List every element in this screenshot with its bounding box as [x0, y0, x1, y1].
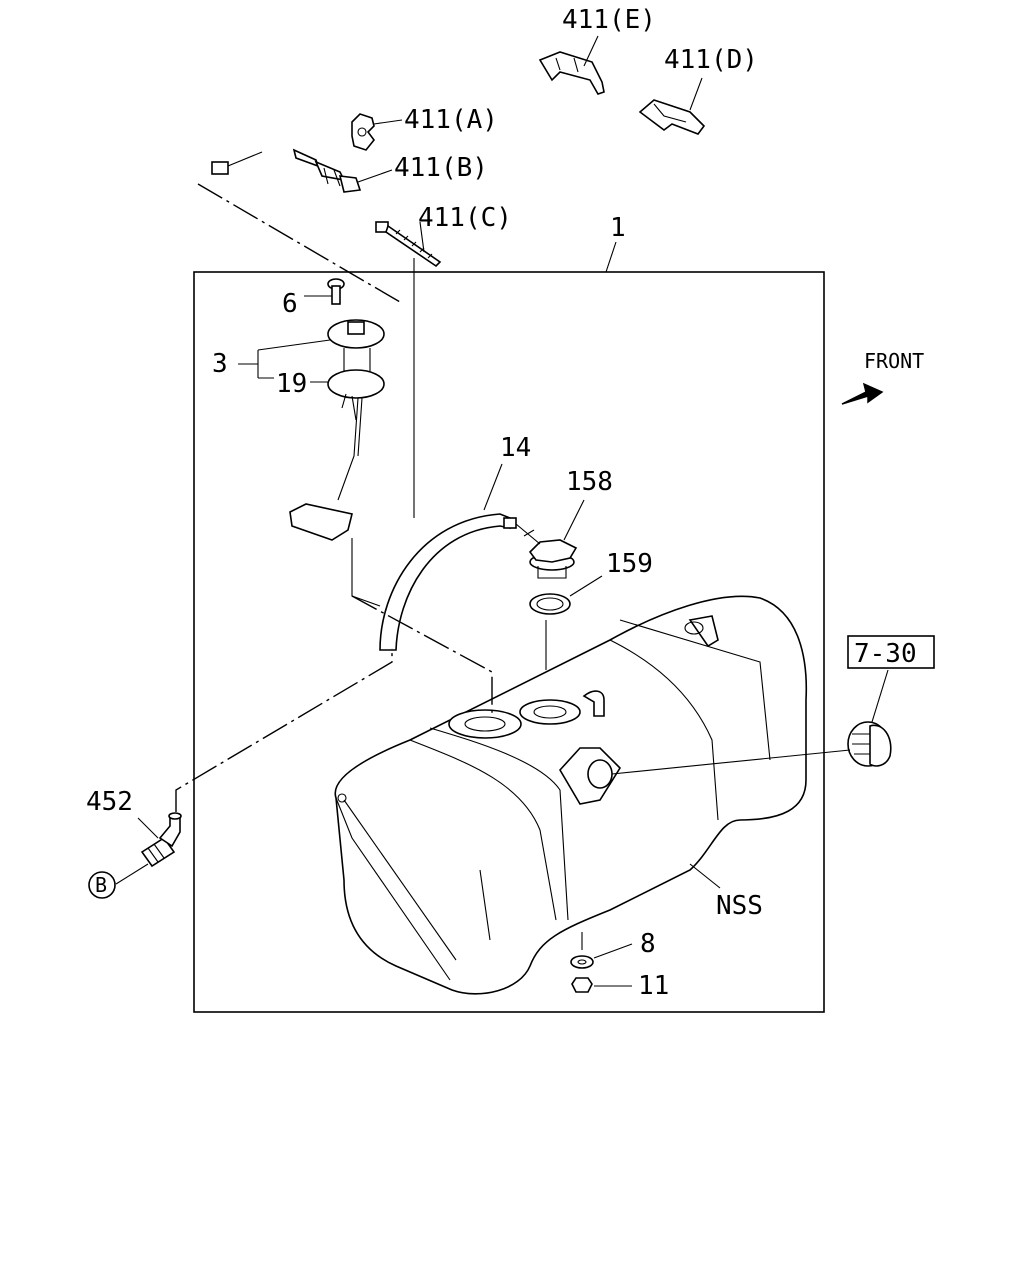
leader-14 — [483, 463, 503, 511]
hose-end — [503, 517, 517, 529]
label-411d: 411(D) — [664, 45, 758, 75]
label-159: 159 — [606, 549, 653, 579]
washer-8[interactable] — [570, 955, 594, 969]
label-411b: 411(B) — [394, 153, 488, 183]
label-158: 158 — [566, 467, 613, 497]
fuel-cap-7-30[interactable] — [847, 721, 892, 767]
fuel-tank-nss[interactable] — [334, 595, 808, 995]
label-19: 19 — [276, 369, 307, 399]
leader-411b — [357, 169, 393, 183]
wire-connector[interactable] — [211, 151, 263, 175]
label-411c: 411(C) — [418, 203, 512, 233]
connector-411b[interactable] — [292, 148, 362, 193]
clip-411e[interactable] — [538, 51, 605, 95]
ref-circle-b — [88, 871, 116, 899]
connector-chain-line — [197, 183, 401, 303]
label-3: 3 — [212, 349, 228, 379]
cable-tie-411c[interactable] — [375, 221, 442, 268]
leader-b — [115, 863, 149, 885]
label-411a: 411(A) — [404, 105, 498, 135]
label-11: 11 — [638, 971, 669, 1001]
nut-11[interactable] — [571, 977, 593, 993]
clip-411a[interactable] — [351, 113, 376, 151]
leader-8 — [593, 943, 633, 959]
label-1: 1 — [610, 213, 626, 243]
label-b: B — [95, 873, 107, 897]
leader-411e — [583, 35, 599, 67]
label-front: FRONT — [864, 349, 924, 373]
leader-411d — [689, 77, 703, 111]
label-14: 14 — [500, 433, 531, 463]
gasket-159[interactable] — [529, 593, 571, 615]
fitting-452[interactable] — [140, 812, 182, 868]
leader-7-30 — [871, 669, 889, 723]
fuel-pump-3[interactable] — [289, 319, 385, 607]
leader-1 — [605, 241, 617, 273]
label-452: 452 — [86, 787, 133, 817]
fitting-chain-line — [175, 648, 393, 812]
hose-14[interactable] — [379, 513, 511, 651]
clip-411d[interactable] — [638, 99, 706, 135]
assembly-frame — [193, 271, 825, 1013]
filler-neck-158[interactable] — [515, 523, 578, 579]
leader-452 — [137, 817, 159, 839]
front-arrow-icon — [841, 382, 884, 405]
ref-box-7-30 — [847, 635, 935, 669]
leader-159 — [569, 575, 603, 597]
leader-nss — [689, 863, 721, 889]
pump-chain-line — [351, 595, 493, 718]
leader-158 — [563, 499, 585, 541]
leader-411a — [373, 119, 403, 125]
screw-6[interactable] — [327, 278, 345, 305]
leader-411c — [419, 221, 425, 253]
label-7-30: 7-30 — [854, 639, 917, 669]
label-nss: NSS — [716, 891, 763, 921]
label-6: 6 — [282, 289, 298, 319]
label-411e: 411(E) — [562, 5, 656, 35]
cap-axis — [611, 749, 851, 775]
label-8: 8 — [640, 929, 656, 959]
